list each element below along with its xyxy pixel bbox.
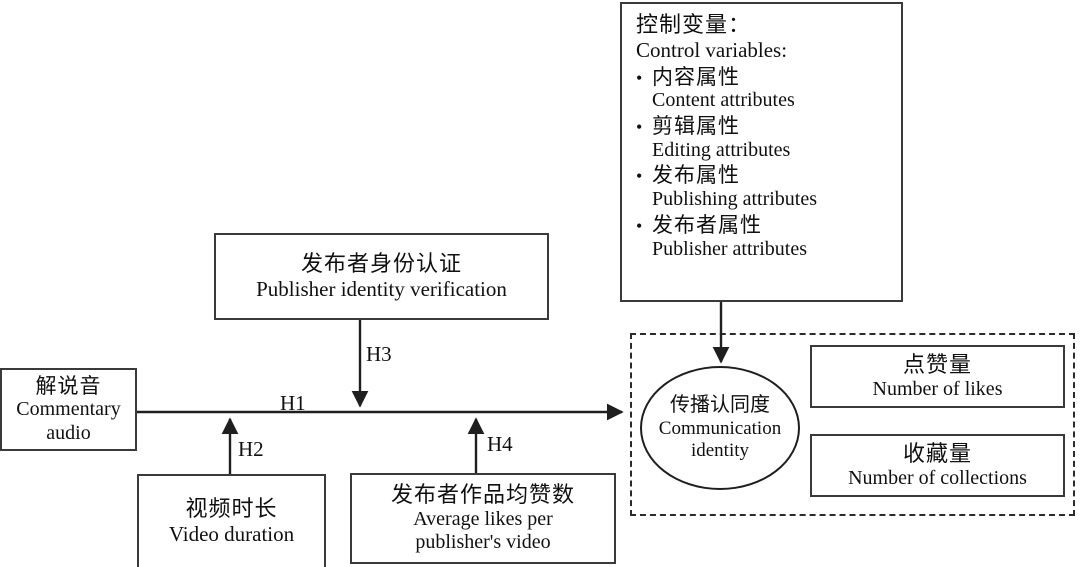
control-variable-item: 发布者属性 Publisher attributes	[636, 213, 807, 261]
hypothesis-label-h4: H4	[487, 432, 513, 456]
node-label-en-line1: Average likes per	[413, 507, 553, 530]
node-label-en-line2: audio	[46, 421, 91, 444]
control-variables-header-en: Control variables:	[636, 37, 788, 62]
node-label-en-line2: publisher's video	[415, 531, 551, 554]
control-variable-label-cn: 发布属性	[636, 163, 817, 188]
node-label-en-line2: identity	[690, 439, 750, 461]
node-label-cn: 收藏量	[902, 440, 972, 466]
control-variable-item: 剪辑属性 Editing attributes	[636, 114, 790, 162]
node-label-cn: 传播认同度	[670, 394, 770, 417]
node-label-cn: 点赞量	[902, 351, 972, 377]
outcome-dashed-region	[630, 333, 1075, 516]
control-variable-label-cn: 内容属性	[636, 65, 795, 90]
node-label-en: Number of likes	[872, 377, 1003, 400]
control-variable-label-en: Content attributes	[652, 89, 795, 112]
node-commentary-audio: 解说音 Commentary audio	[0, 368, 137, 451]
control-variable-item: 发布属性 Publishing attributes	[636, 163, 817, 211]
control-variables-box: 控制变量： Control variables: 内容属性 Content at…	[620, 2, 903, 302]
hypothesis-label-h1: H1	[280, 391, 306, 415]
node-label-cn: 发布者作品均赞数	[390, 481, 575, 507]
control-variable-label-cn: 发布者属性	[636, 213, 807, 238]
node-number-of-collections: 收藏量 Number of collections	[810, 434, 1065, 497]
node-label-cn: 解说音	[35, 373, 102, 398]
hypothesis-label-h2: H2	[238, 437, 264, 461]
node-video-duration: 视频时长 Video duration	[137, 474, 326, 567]
control-variable-item: 内容属性 Content attributes	[636, 65, 795, 113]
hypothesis-label-h3: H3	[366, 342, 392, 366]
node-label-en: Video duration	[168, 522, 295, 547]
control-variable-label-cn: 剪辑属性	[636, 114, 790, 139]
node-label-en-line1: Commentary	[16, 398, 121, 421]
node-label-en: Number of collections	[848, 466, 1027, 489]
node-label-en: Publisher identity verification	[256, 277, 507, 302]
node-communication-identity: 传播认同度 Communication identity	[640, 366, 800, 490]
control-variable-label-en: Publishing attributes	[652, 188, 817, 211]
node-label-en-line1: Communication	[658, 417, 782, 439]
node-publisher-identity-verification: 发布者身份认证 Publisher identity verification	[214, 233, 549, 320]
control-variables-header-cn: 控制变量：	[636, 12, 752, 37]
control-variable-label-en: Editing attributes	[652, 138, 791, 161]
control-variable-label-en: Publisher attributes	[652, 237, 807, 260]
node-average-likes-per-video: 发布者作品均赞数 Average likes per publisher's v…	[350, 473, 616, 564]
node-number-of-likes: 点赞量 Number of likes	[810, 345, 1065, 408]
node-label-cn: 发布者身份认证	[300, 251, 462, 277]
node-label-cn: 视频时长	[185, 496, 278, 522]
